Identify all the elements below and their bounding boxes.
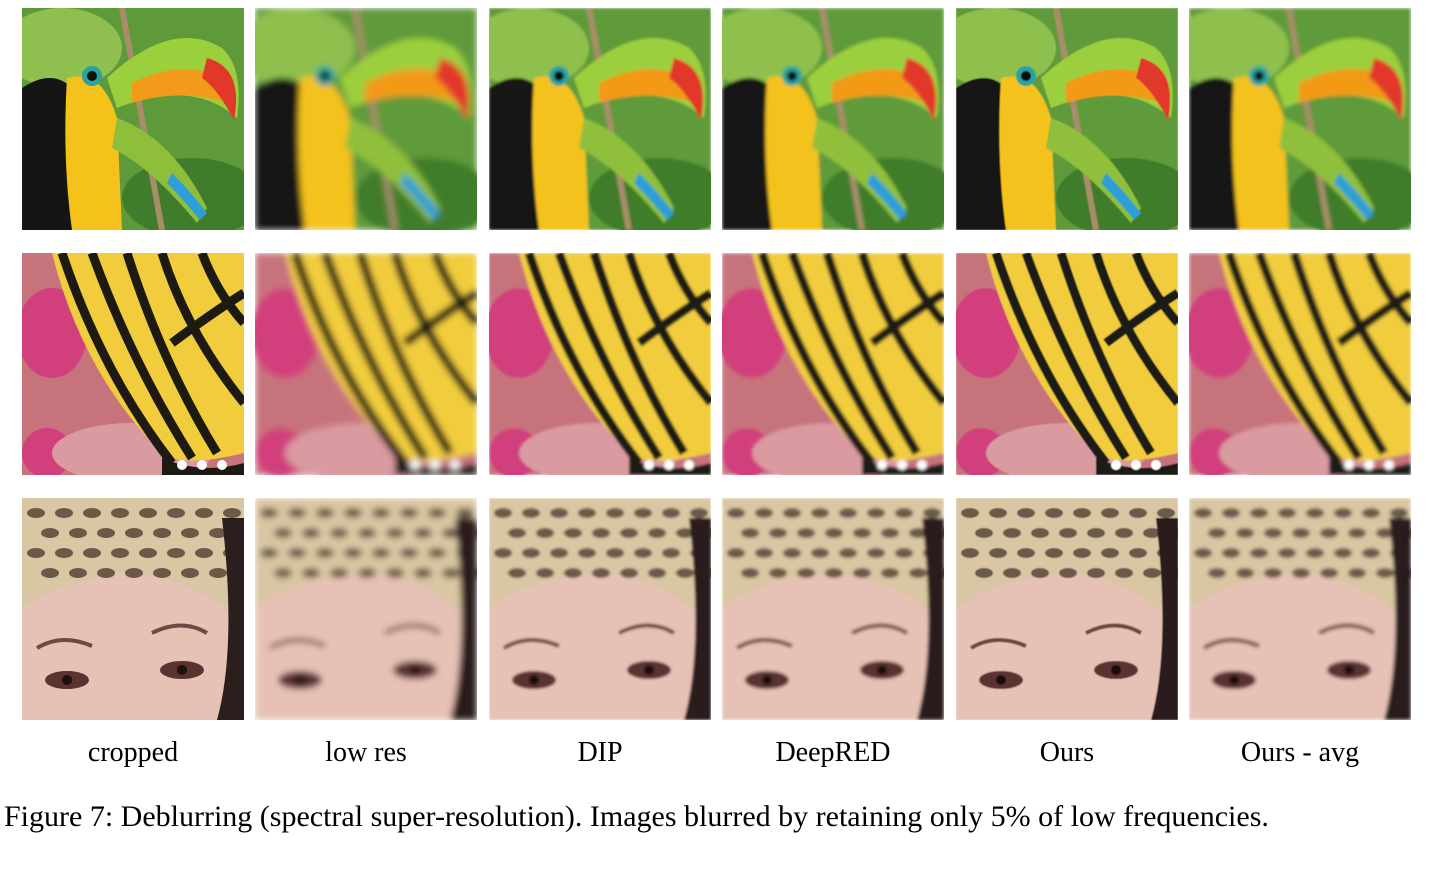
panel-image — [489, 253, 711, 475]
panel-image — [255, 253, 477, 475]
panel-toucan-4 — [722, 8, 944, 230]
panel-image — [956, 253, 1178, 475]
col-label-ours: Ours — [1039, 737, 1095, 768]
panel-butterfly-6 — [1189, 253, 1411, 475]
figure-grid — [22, 8, 1412, 720]
panel-toucan-5 — [956, 8, 1178, 230]
panel-image — [1189, 498, 1411, 720]
col-label-low-res: low res — [325, 737, 407, 768]
panel-image — [956, 498, 1178, 720]
panel-image — [22, 253, 244, 475]
panel-image — [1189, 253, 1411, 475]
panel-butterfly-2 — [255, 253, 477, 475]
panel-image — [489, 8, 711, 230]
panel-image — [1189, 8, 1411, 230]
panel-image — [489, 498, 711, 720]
panel-image — [255, 8, 477, 230]
panel-face-2 — [255, 498, 477, 720]
figure-caption: Figure 7: Deblurring (spectral super-res… — [4, 800, 1269, 833]
panel-face-5 — [956, 498, 1178, 720]
panel-toucan-3 — [489, 8, 711, 230]
panel-toucan-2 — [255, 8, 477, 230]
panel-butterfly-5 — [956, 253, 1178, 475]
panel-toucan-1 — [22, 8, 244, 230]
panel-image — [722, 498, 944, 720]
panel-image — [22, 8, 244, 230]
panel-image — [22, 498, 244, 720]
col-label-deepred: DeepRED — [775, 737, 891, 768]
col-label-ours-avg: Ours - avg — [1240, 737, 1360, 768]
panel-butterfly-3 — [489, 253, 711, 475]
panel-face-1 — [22, 498, 244, 720]
panel-image — [956, 8, 1178, 230]
col-label-cropped: cropped — [87, 737, 179, 768]
panel-face-3 — [489, 498, 711, 720]
panel-face-4 — [722, 498, 944, 720]
panel-image — [722, 8, 944, 230]
panel-toucan-6 — [1189, 8, 1411, 230]
panel-butterfly-4 — [722, 253, 944, 475]
panel-image — [255, 498, 477, 720]
panel-face-6 — [1189, 498, 1411, 720]
col-label-dip: DIP — [577, 737, 623, 768]
panel-butterfly-1 — [22, 253, 244, 475]
panel-image — [722, 253, 944, 475]
